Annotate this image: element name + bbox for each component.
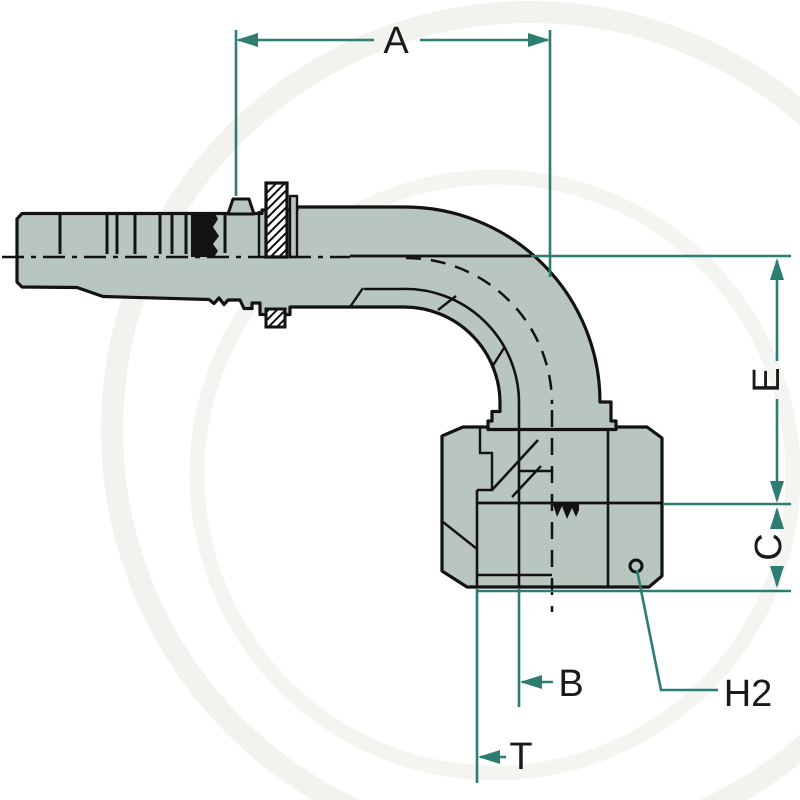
h2-leader-line [635,569,718,692]
h2-point-circle [628,558,644,574]
dim-b-line [517,589,553,707]
hose-barb-stem [58,211,261,256]
dim-label-e: E [746,367,788,392]
dim-label-b: B [558,663,583,705]
bore-wall-line [364,287,521,586]
collar-post [288,194,299,259]
elbow-body [15,205,618,586]
watermark-arcs [101,1,800,800]
crimp-hatch-top [264,181,289,259]
dim-a-line [234,30,552,277]
dim-label-t: T [509,736,532,778]
dim-label-a: A [383,20,409,62]
dim-label-c: C [748,533,790,560]
centerlines [2,255,554,612]
dim-reference-lines [477,254,791,593]
centerline-bend-arc [405,256,554,405]
stop-collar [226,197,256,216]
dim-label-h2: H2 [724,673,773,715]
dimension-arrowheads [236,33,784,764]
crimp-hatch-bottom [264,307,287,329]
thread-mark [553,504,579,519]
crimp-black-zone [191,212,219,257]
